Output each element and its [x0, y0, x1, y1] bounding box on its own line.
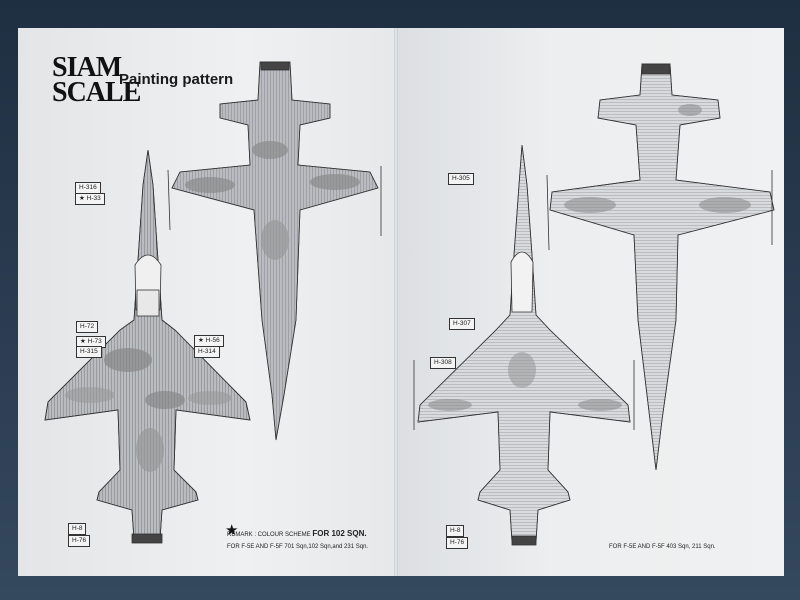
label-h-308: H-308 — [430, 357, 456, 369]
label-h-314: H-314 — [194, 346, 220, 358]
page-title: Painting pattern — [119, 71, 234, 88]
logo-line-1: SIAM — [52, 52, 122, 83]
right-page-note: FOR F-5E AND F-5F 403 Sqn, 211 Sqn. — [609, 544, 716, 550]
remark-star-icon: ★ — [225, 522, 239, 539]
left-top-view-aircraft — [44, 149, 251, 544]
label-h-305: H-305 — [448, 173, 474, 185]
left-page — [18, 28, 396, 576]
remark-emphasis: FOR 102 SQN. — [312, 529, 367, 538]
label-h-72: H-72 — [76, 321, 99, 333]
remark-line-2: FOR F-5E AND F-5F 701 Sqn,102 Sqn,and 23… — [227, 544, 369, 550]
label-h-315: H-315 — [76, 346, 102, 358]
siam-scale-logo: SIAM SCALE — [52, 52, 141, 108]
label-h-8-right: H-8 — [446, 525, 465, 537]
label-h-76-right: H-76 — [446, 537, 469, 549]
left-bottom-view-aircraft — [167, 61, 382, 441]
label-h-307: H-307 — [449, 318, 475, 330]
label-h-33: ★ H-33 — [75, 193, 105, 205]
right-page — [396, 28, 784, 576]
page-fold — [394, 28, 398, 576]
logo-line-2: SCALE — [52, 77, 141, 108]
label-h-76-left: H-76 — [68, 535, 91, 547]
right-top-view-aircraft — [413, 144, 635, 546]
remark-prefix: REMARK : COLOUR SCHEME — [227, 532, 311, 538]
right-bottom-view-aircraft — [549, 63, 775, 471]
label-h-8-left: H-8 — [68, 523, 87, 535]
remark-line-1: REMARK : COLOUR SCHEME FOR 102 SQN. — [227, 529, 367, 538]
